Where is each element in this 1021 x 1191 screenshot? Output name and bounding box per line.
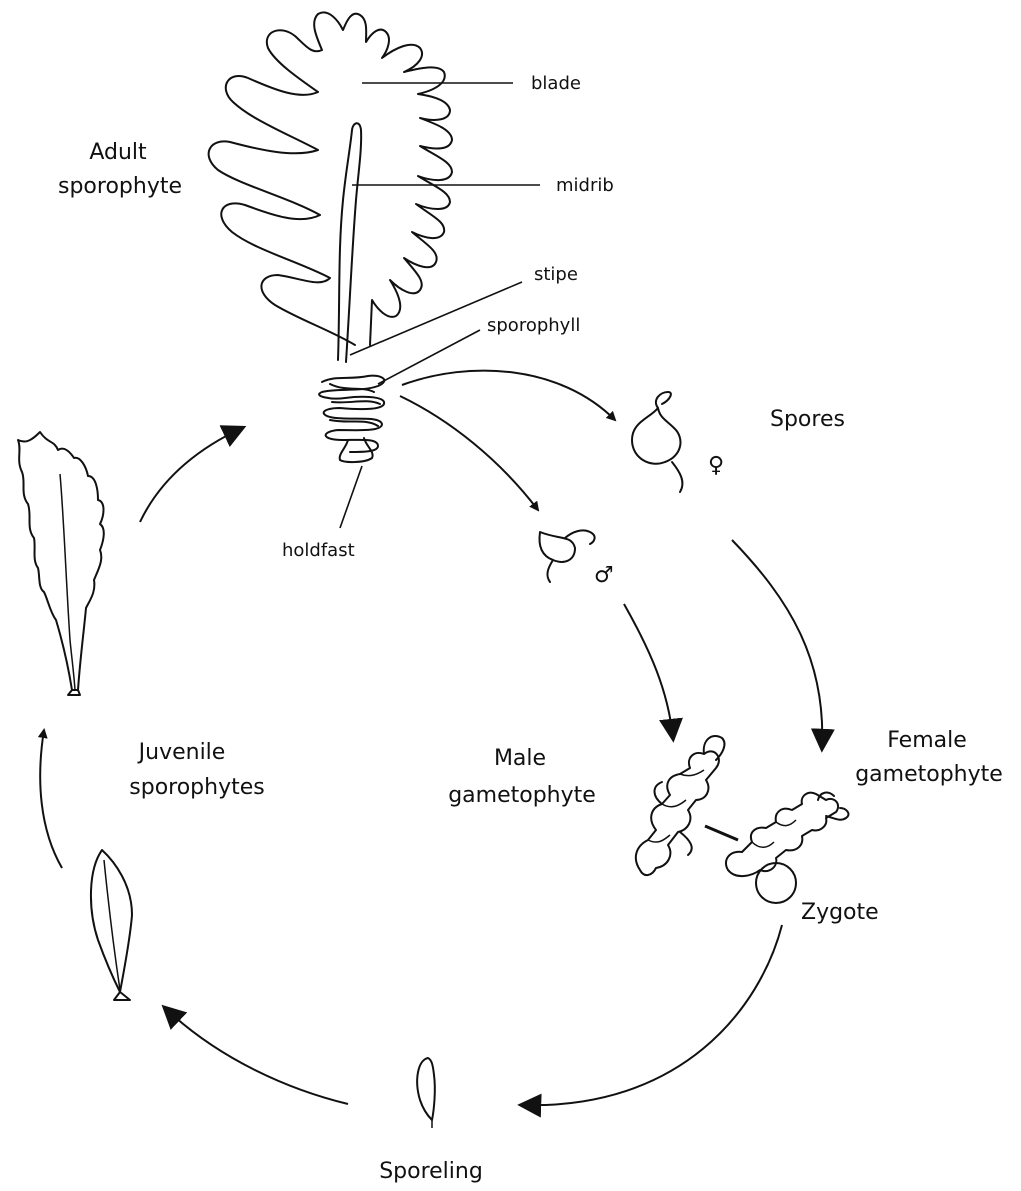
- blade-outline: [209, 12, 452, 345]
- female-gametophyte-label-line2: gametophyte: [855, 762, 1003, 787]
- male-spore-drawing: [540, 530, 595, 582]
- arrow-to-female-spore: [402, 371, 615, 420]
- female-gametophyte-label-line1: Female: [887, 728, 967, 753]
- holdfast-shape: [340, 438, 373, 462]
- arrow-to-sporeling: [522, 925, 782, 1105]
- midrib-shape: [338, 123, 361, 362]
- male-symbol: ♂: [594, 563, 614, 588]
- adult-label-line1: Adult: [89, 140, 147, 165]
- life-cycle-arrows: [40, 371, 822, 1106]
- arrow-to-male-spore: [400, 396, 538, 510]
- juvenile-label-line2: sporophytes: [129, 775, 264, 800]
- gametophyte-connector-line: [705, 826, 738, 840]
- zygote-circle: [756, 863, 796, 903]
- male-gametophyte-label-line1: Male: [494, 746, 546, 771]
- sporophyll-shape: [319, 376, 384, 452]
- juvenile-large-drawing: [18, 432, 104, 695]
- zygote-label: Zygote: [801, 900, 879, 925]
- arrow-to-juvenile-small: [165, 1008, 348, 1104]
- arrow-to-female-gametophyte: [732, 540, 822, 748]
- sporophyll-label: sporophyll: [487, 315, 580, 336]
- juvenile-small-drawing: [91, 850, 132, 1000]
- stipe-label: stipe: [534, 264, 578, 285]
- male-gametophyte-drawing: [636, 736, 725, 875]
- male-gametophyte-label-line2: gametophyte: [448, 783, 596, 808]
- arrow-to-male-gametophyte: [624, 604, 673, 738]
- midrib-label: midrib: [556, 175, 614, 196]
- sporeling-drawing: [417, 1058, 435, 1128]
- spores-label: Spores: [770, 407, 845, 432]
- adult-sporophyte-drawing: [209, 12, 452, 462]
- adult-label-line2: sporophyte: [58, 174, 182, 199]
- female-symbol: ♀: [708, 453, 724, 478]
- female-gametophyte-drawing: [726, 793, 849, 903]
- holdfast-leader-line: [340, 466, 362, 528]
- juvenile-label-line1: Juvenile: [137, 740, 226, 765]
- arrow-to-adult-sporophyte: [140, 428, 242, 522]
- holdfast-label: holdfast: [282, 540, 355, 561]
- blade-label: blade: [531, 73, 581, 94]
- female-spore-drawing: [632, 392, 682, 492]
- sporeling-label: Sporeling: [379, 1159, 483, 1184]
- arrow-to-juvenile-large: [40, 730, 62, 868]
